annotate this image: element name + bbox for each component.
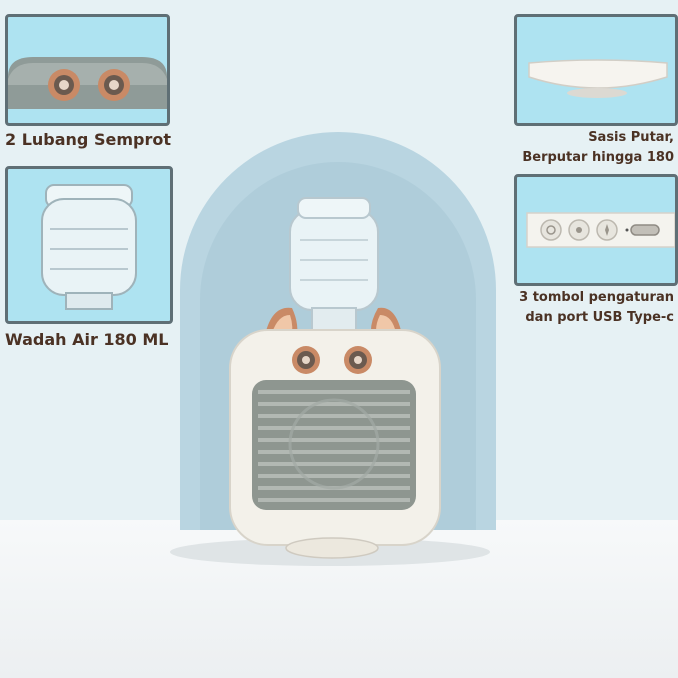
spray-hole-left	[292, 346, 320, 374]
rotating-base-closeup	[528, 59, 668, 98]
feature-panel-buttons	[514, 174, 678, 286]
caption-rotating-base-line1: Sasis Putar,	[588, 130, 674, 145]
fan-button-icon	[596, 219, 618, 241]
fan-blade-ring	[288, 398, 380, 490]
feature-panel-water-tank	[5, 166, 173, 324]
device-base	[285, 537, 379, 559]
spray-holes-closeup	[8, 57, 167, 109]
spray-hole-right	[344, 346, 372, 374]
power-button-icon	[540, 219, 562, 241]
buttons-closeup	[526, 212, 675, 248]
caption-buttons: 3 tombol pengaturan dan port USB Type-c	[519, 288, 674, 328]
caption-buttons-line1: 3 tombol pengaturan	[519, 290, 674, 305]
feature-panel-rotating-base	[514, 14, 678, 126]
water-tank-closeup	[41, 184, 137, 310]
caption-rotating-base-line2: Berputar hingga 180	[522, 150, 674, 165]
usb-c-port-icon	[630, 224, 660, 236]
caption-buttons-line2: dan port USB Type-c	[525, 310, 674, 325]
mist-button-icon	[568, 219, 590, 241]
caption-rotating-base: Sasis Putar, Berputar hingga 180	[522, 128, 674, 168]
water-bottle	[289, 197, 379, 333]
feature-panel-spray-holes	[5, 14, 170, 126]
caption-water-tank: Wadah Air 180 ML	[5, 330, 169, 349]
caption-spray-holes: 2 Lubang Semprot	[5, 130, 171, 149]
